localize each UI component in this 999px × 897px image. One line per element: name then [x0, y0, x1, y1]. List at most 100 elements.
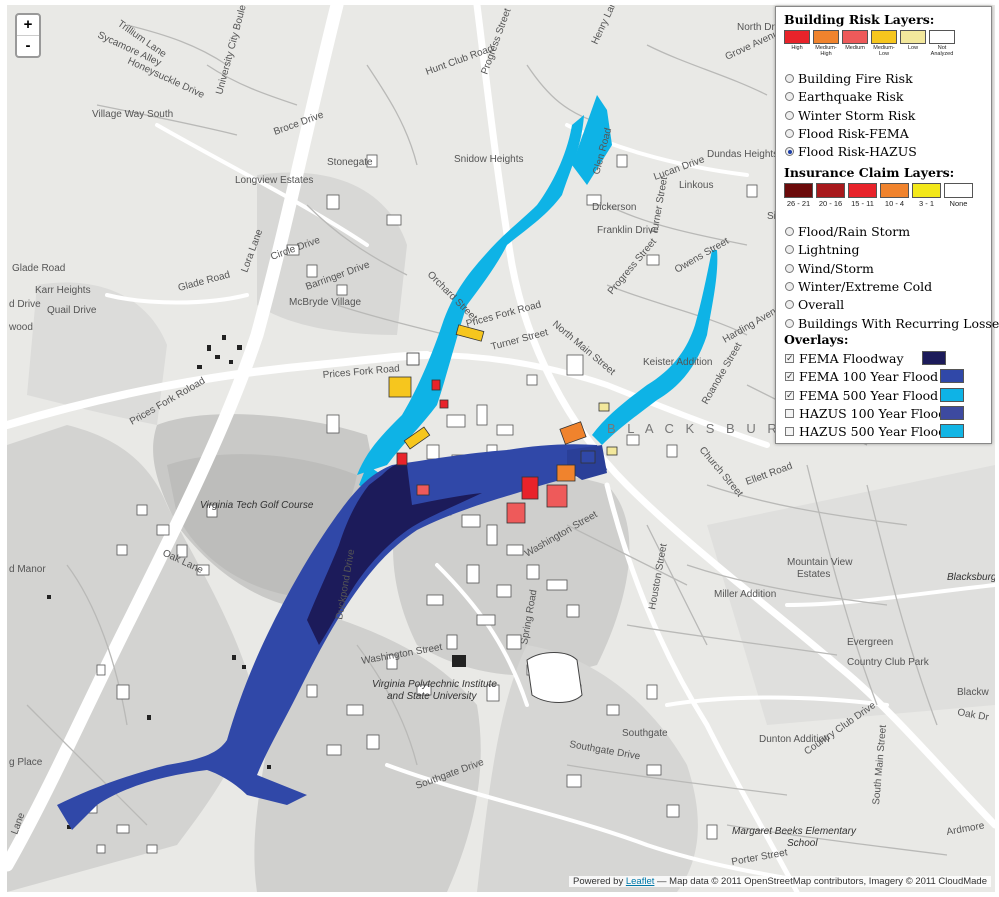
map-label: Quail Drive [47, 305, 97, 316]
land-area [393, 473, 630, 676]
map-label: Broce Drive [272, 109, 325, 137]
overlay-swatch [940, 405, 964, 420]
building-risk-radio-option[interactable]: Flood Risk-HAZUS [785, 143, 917, 160]
leaflet-link[interactable]: Leaflet [625, 876, 655, 887]
radio-button[interactable] [785, 245, 794, 255]
overlay-checkbox-option[interactable]: HAZUS 100 Year Flood [785, 405, 946, 422]
building-risk-title: Building Risk Layers: [784, 12, 935, 27]
swatch-label: None [949, 199, 968, 208]
option-label: Winter Storm Risk [798, 107, 916, 123]
swatch-color [784, 183, 813, 198]
map-label: wood [8, 322, 33, 333]
overlay-label: FEMA 100 Year Flood [799, 369, 939, 385]
swatch-label: Medium-Low [873, 45, 895, 57]
overlay-swatch [940, 424, 964, 439]
radio-button[interactable] [785, 281, 794, 291]
map-label: Blackw [957, 687, 989, 698]
legend-swatch: 26 - 21 [784, 183, 813, 208]
overlay-checkbox-option[interactable]: ✓ FEMA 500 Year Flood [785, 387, 938, 404]
overlay-label: FEMA Floodway [799, 351, 904, 366]
radio-button[interactable] [785, 263, 794, 273]
map-label: Mountain View [787, 557, 853, 568]
option-label: Buildings With Recurring Losses [798, 315, 999, 331]
zoom-in-button[interactable]: + [23, 16, 33, 33]
land-area [707, 465, 995, 725]
insurance-claim-radio-option[interactable]: Wind/Storm [785, 260, 874, 277]
attribution-text: — Map data © 2011 OpenStreetMap contribu… [654, 876, 987, 887]
map-label: Houston Street [647, 543, 669, 611]
swatch-label: Low [907, 45, 919, 51]
map-label: Blacksburg Mi [947, 572, 995, 583]
road [385, 763, 829, 887]
map-label: Karr Heights [35, 285, 91, 296]
option-label: Wind/Storm [798, 260, 874, 276]
option-label: Flood Risk-FEMA [798, 125, 909, 141]
map-label: Dunton Addition [759, 734, 830, 745]
radio-button[interactable] [785, 227, 794, 236]
checkbox[interactable] [785, 408, 794, 418]
checkbox[interactable] [785, 427, 794, 437]
swatch-label: Medium-High [815, 45, 837, 57]
checkbox[interactable]: ✓ [785, 372, 794, 383]
map-label: University City Boulevard [214, 5, 254, 96]
road [785, 583, 995, 607]
checkbox[interactable]: ✓ [785, 390, 794, 401]
map-label: Oak Dr [956, 707, 990, 723]
checkbox[interactable]: ✓ [785, 354, 794, 364]
swatch-color [816, 183, 845, 198]
swatch-color [900, 30, 926, 44]
radio-button[interactable] [785, 92, 794, 102]
map-label: Church Street [697, 445, 745, 500]
building-risk-radio-option[interactable]: Flood Risk-FEMA [785, 125, 909, 142]
insurance-claim-radio-option[interactable]: Flood/Rain Storm [785, 223, 910, 240]
land-area [257, 172, 407, 335]
road [665, 695, 889, 707]
legend-swatch: Medium [842, 30, 868, 57]
building-risk-radio-option[interactable]: Earthquake Risk [785, 88, 903, 105]
building-risk-radio-option[interactable]: Winter Storm Risk [785, 107, 915, 124]
building-risk-radio-option[interactable]: Building Fire Risk [785, 70, 913, 87]
insurance-claim-radio-option[interactable]: Buildings With Recurring Losses [785, 315, 999, 332]
overlay-label: FEMA 500 Year Flood [799, 387, 939, 403]
basemap: Trillium Lane Sycamore Alley Honeysuckle… [7, 5, 995, 892]
map-label: Southgate [622, 728, 668, 739]
map-label: Virginia Polytechnic Institute [372, 679, 497, 690]
map-label: Roanoke Street [700, 341, 744, 407]
insurance-claim-radio-option[interactable]: Lightning [785, 241, 859, 258]
option-label: Flood Risk-HAZUS [798, 144, 917, 160]
insurance-claim-radio-option[interactable]: Overall [785, 296, 844, 313]
radio-button[interactable] [785, 147, 794, 157]
legend-swatch: 10 - 4 [880, 183, 909, 208]
overlay-checkbox-option[interactable]: HAZUS 500 Year Flood [785, 423, 946, 440]
overlay-checkbox-option[interactable]: ✓ FEMA 100 Year Flood [785, 368, 938, 385]
swatch-color [813, 30, 839, 44]
map-label: North Drive [737, 22, 788, 33]
swatch-label: 3 - 1 [918, 199, 934, 208]
swatch-color [871, 30, 897, 44]
radio-button[interactable] [785, 128, 794, 138]
fema-100-flood [57, 444, 607, 830]
map-label: Stonegate [327, 157, 373, 168]
map-label: and State University [387, 691, 477, 702]
radio-button[interactable] [785, 74, 794, 83]
legend-swatch: 15 - 11 [848, 183, 877, 208]
option-label: Building Fire Risk [798, 71, 913, 86]
map-label: South Main Street [871, 724, 889, 805]
swatch-color [848, 183, 877, 198]
zoom-out-button[interactable]: - [17, 35, 39, 56]
map-label: Country Club Park [847, 657, 930, 668]
map-label: Margaret Beeks Elementary [732, 826, 857, 837]
swatch-label: 15 - 11 [851, 199, 874, 208]
map-label: McBryde Village [289, 297, 362, 308]
radio-button[interactable] [785, 110, 794, 120]
insurance-claim-radio-option[interactable]: Winter/Extreme Cold [785, 278, 932, 295]
radio-button[interactable] [785, 300, 794, 310]
swatch-label: Medium [845, 45, 865, 51]
radio-button[interactable] [785, 318, 794, 328]
insurance-claim-title: Insurance Claim Layers: [784, 165, 955, 180]
legend-swatch: Low [900, 30, 926, 57]
overlay-checkbox-option[interactable]: ✓ FEMA Floodway [785, 350, 904, 367]
map-label: Evergreen [847, 637, 893, 648]
